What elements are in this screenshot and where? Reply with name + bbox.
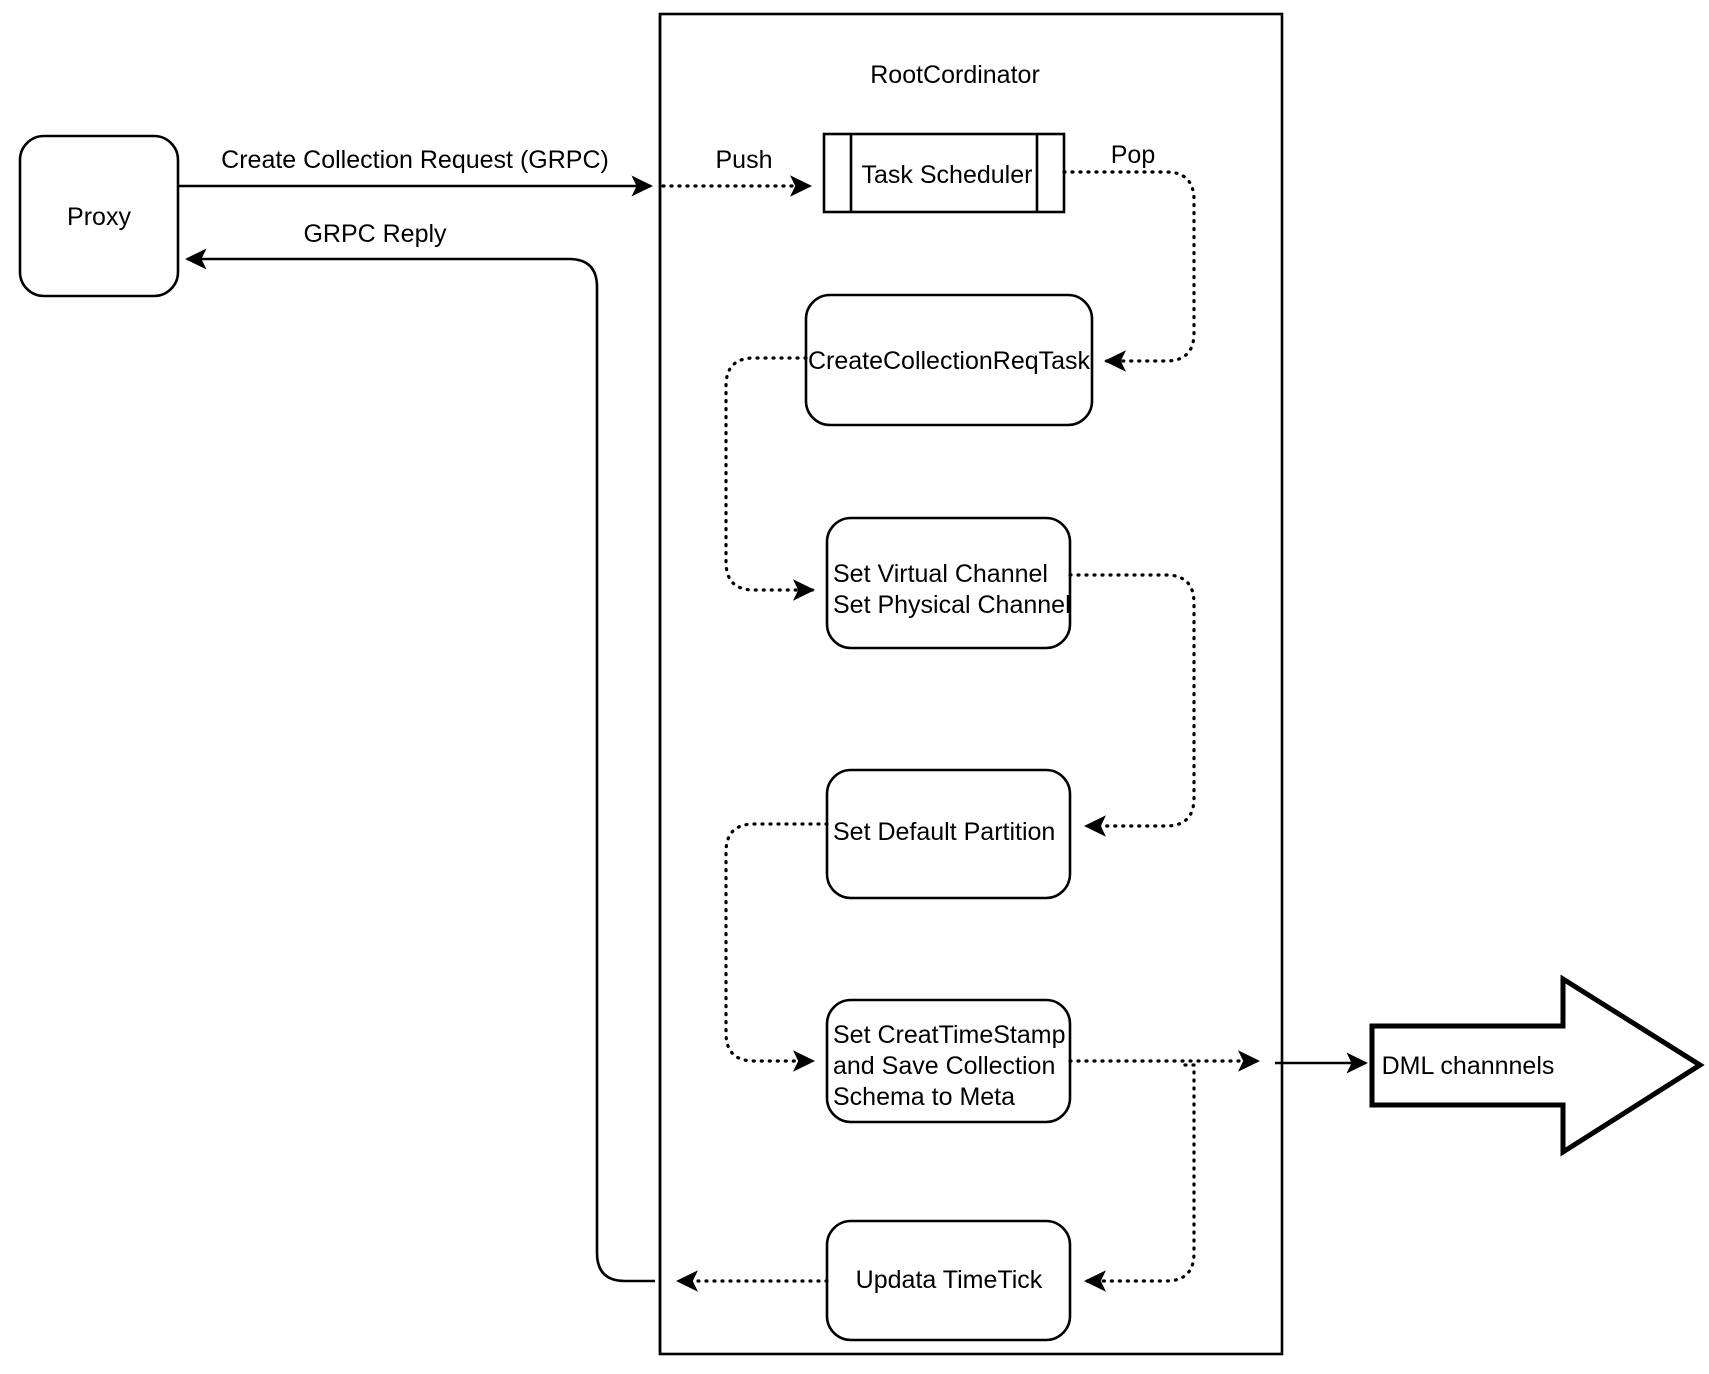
node-set-default-partition[interactable]	[825, 768, 1072, 900]
edge-timestamp-to-timetick[interactable]	[1084, 1063, 1196, 1292]
edge-pop-label: Pop	[1111, 141, 1155, 169]
node-set-channels-line1: Set Virtual Channel	[833, 560, 1048, 588]
node-dml-channels-label: DML channnels	[1382, 1052, 1555, 1080]
node-task-scheduler-label: Task Scheduler	[862, 161, 1033, 189]
edge-pop[interactable]	[1062, 170, 1196, 372]
edge-default-partition-to-timestamp[interactable]	[724, 822, 829, 1072]
node-proxy-label: Proxy	[67, 203, 131, 231]
node-dml-channels[interactable]	[1369, 974, 1705, 1157]
edge-grpc-reply[interactable]	[185, 248, 655, 1283]
node-set-timestamp-save-meta-line2: and Save Collection	[833, 1052, 1055, 1080]
node-set-timestamp-save-meta-line1: Set CreatTimeStamp	[833, 1021, 1065, 1049]
node-proxy[interactable]	[18, 134, 180, 298]
node-set-channels[interactable]	[825, 516, 1072, 650]
node-set-channels-line2: Set Physical Channel	[833, 591, 1071, 619]
edge-grpc-reply-label: GRPC Reply	[303, 220, 447, 248]
edge-set-channels-to-default-partition[interactable]	[1068, 573, 1196, 837]
edge-task-to-set-channels[interactable]	[724, 356, 815, 601]
node-update-timetick-label: Updata TimeTick	[856, 1266, 1043, 1294]
rootcoordinator-title: RootCordinator	[870, 61, 1040, 89]
node-create-collection-req-task-label: CreateCollectionReqTask	[808, 347, 1091, 375]
node-create-collection-req-task[interactable]	[804, 293, 1094, 427]
node-set-default-partition-label: Set Default Partition	[833, 818, 1055, 846]
edge-create-collection-request-label: Create Collection Request (GRPC)	[221, 146, 609, 174]
rootcoordinator-container	[658, 12, 1284, 1356]
edge-push-label: Push	[716, 146, 773, 174]
node-task-scheduler[interactable]	[822, 132, 1066, 214]
node-set-timestamp-save-meta-line3: Schema to Meta	[833, 1083, 1015, 1111]
